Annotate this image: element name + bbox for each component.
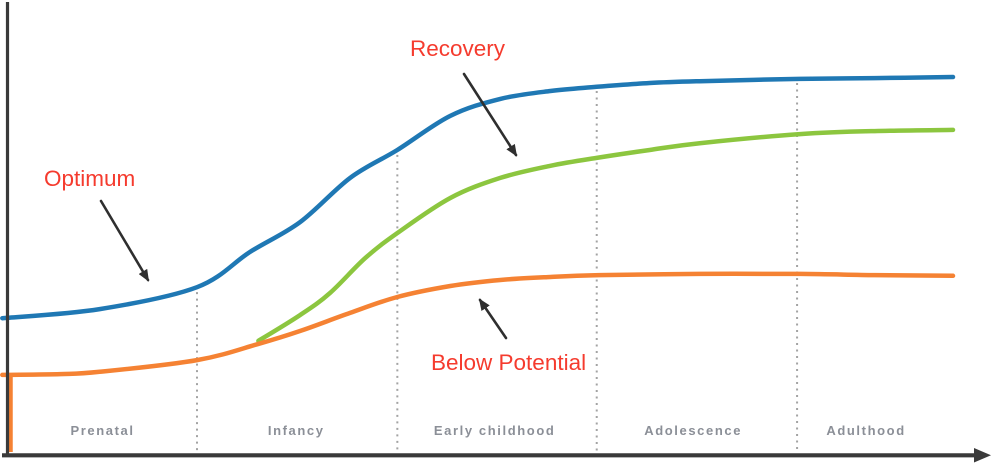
optimum-label: Optimum [44,166,136,191]
stage-label-adolescence: Adolescence [644,423,743,438]
stage-label-early-childhood: Early childhood [433,423,556,438]
optimum-curve [0,74,956,321]
below-potential-label: Below Potential [431,350,587,375]
stage-label-prenatal: Prenatal [70,423,135,438]
below-potential-curve [0,271,956,378]
x-axis-arrowhead-icon [974,448,991,463]
recovery-label: Recovery [410,36,506,61]
below-potential-arrow-icon [478,298,508,340]
recovery-curve [256,127,956,344]
stage-label-adulthood: Adulthood [826,423,906,438]
optimum-arrow-icon [99,199,150,282]
stage-label-infancy: Infancy [267,423,325,438]
recovery-arrow-icon [462,72,518,157]
